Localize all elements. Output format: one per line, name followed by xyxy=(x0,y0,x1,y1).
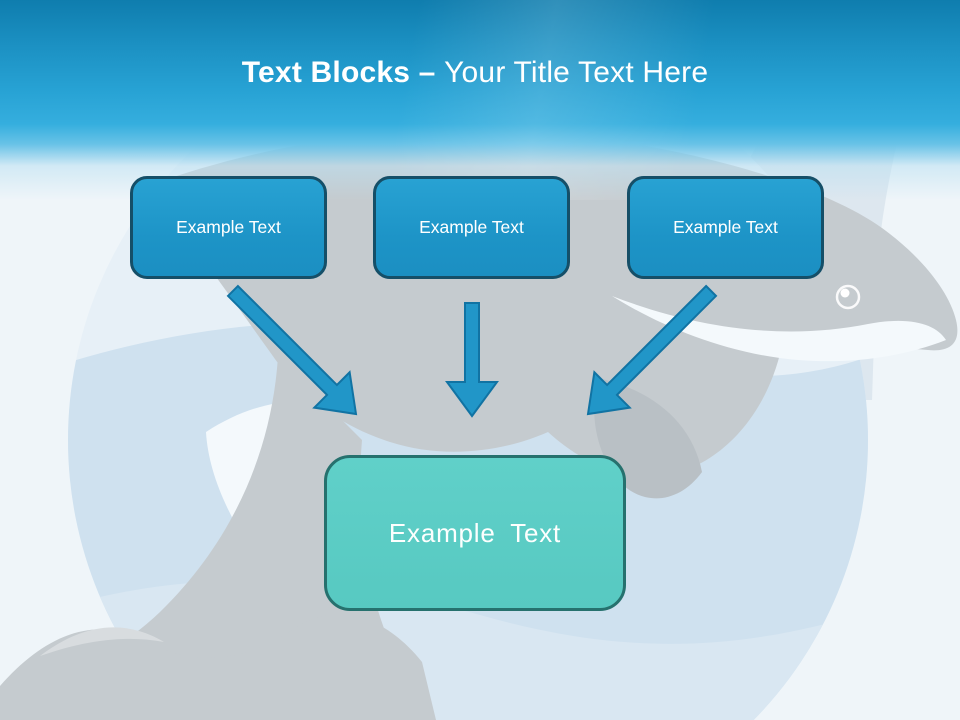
text-block-1: Example Text xyxy=(130,176,327,279)
title-topic: Text Blocks – xyxy=(241,56,436,89)
dolphin-eye-pupil xyxy=(840,288,850,298)
dolphin-eye-icon xyxy=(835,284,861,310)
dolphin-tail-flukes xyxy=(0,614,436,720)
result-text-block-label: Example Text xyxy=(388,517,562,548)
text-block-3-label: Example Text xyxy=(673,217,778,237)
text-block-3: Example Text xyxy=(627,176,824,279)
dolphin-belly-highlight xyxy=(612,296,946,362)
text-block-2: Example Text xyxy=(373,176,570,279)
title-subtitle-text: Your Title Text Here xyxy=(444,56,709,89)
text-block-1-label: Example Text xyxy=(176,217,281,237)
result-text-block: Example Text xyxy=(324,455,626,611)
text-block-2-label: Example Text xyxy=(419,217,524,237)
page-title: Text Blocks – Your Title Text Here xyxy=(0,54,950,92)
tail-highlight xyxy=(40,627,164,656)
title-subtitle: Your Title Text Here xyxy=(436,56,709,89)
